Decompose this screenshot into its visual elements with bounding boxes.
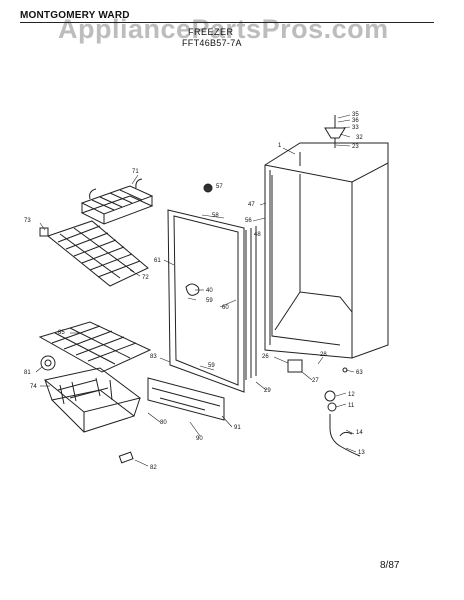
door-panel	[167, 209, 245, 393]
callout-85: 85	[58, 330, 65, 336]
callout-83: 83	[150, 354, 157, 360]
callout-80: 80	[160, 420, 167, 426]
callout-35: 35	[352, 112, 359, 118]
callout-47: 47	[248, 202, 255, 208]
callout-12: 12	[348, 392, 355, 398]
model-number: FFT46B57-7A	[182, 38, 242, 48]
product-title: FREEZER	[188, 27, 234, 37]
callout-60: 60	[222, 305, 229, 311]
header-rule	[20, 22, 434, 23]
date-code: 8/87	[380, 560, 400, 571]
callout-33: 33	[352, 125, 359, 131]
leader-lines	[35, 114, 357, 467]
callout-61: 61	[154, 258, 161, 264]
cabinet	[264, 142, 389, 359]
callout-23: 23	[352, 144, 359, 150]
callout-36: 36	[352, 118, 359, 124]
callout-63: 63	[356, 370, 363, 376]
callout-28: 28	[320, 352, 327, 358]
callout-59-lower: 59	[208, 363, 215, 369]
callout-11: 11	[348, 403, 355, 409]
freezer-shelf	[46, 220, 149, 287]
callout-91: 91	[234, 425, 241, 431]
callout-71: 71	[132, 169, 139, 175]
callout-58: 58	[212, 213, 219, 219]
callout-13: 13	[358, 450, 365, 456]
callout-74: 74	[30, 384, 37, 390]
callout-90: 90	[196, 436, 203, 442]
callout-labels: 1 35 36 33 32 23 71 57 47 58 56 48 73 72…	[24, 112, 365, 471]
callout-1: 1	[278, 143, 282, 149]
callout-72: 72	[142, 275, 149, 281]
callout-48: 48	[254, 232, 261, 238]
brand-title: MONTGOMERY WARD	[20, 10, 130, 21]
wire-shelf	[38, 321, 152, 373]
wire-rack-top	[80, 178, 154, 225]
callout-59-upper: 59	[206, 298, 213, 304]
wire-basket	[43, 367, 142, 433]
callout-40: 40	[206, 288, 213, 294]
callout-29: 29	[264, 388, 271, 394]
callout-57: 57	[216, 184, 223, 190]
callout-73: 73	[24, 218, 31, 224]
callout-82: 82	[150, 465, 157, 471]
callout-14: 14	[356, 430, 363, 436]
kick-plate	[147, 377, 225, 421]
callout-26: 26	[262, 354, 269, 360]
watermark: AppliancePartsPros.com	[58, 14, 389, 44]
callout-32: 32	[356, 135, 363, 141]
callout-56: 56	[245, 218, 252, 224]
callout-27: 27	[312, 378, 319, 384]
callout-81: 81	[24, 370, 31, 376]
small-parts	[39, 115, 361, 464]
door-gasket	[245, 226, 257, 380]
